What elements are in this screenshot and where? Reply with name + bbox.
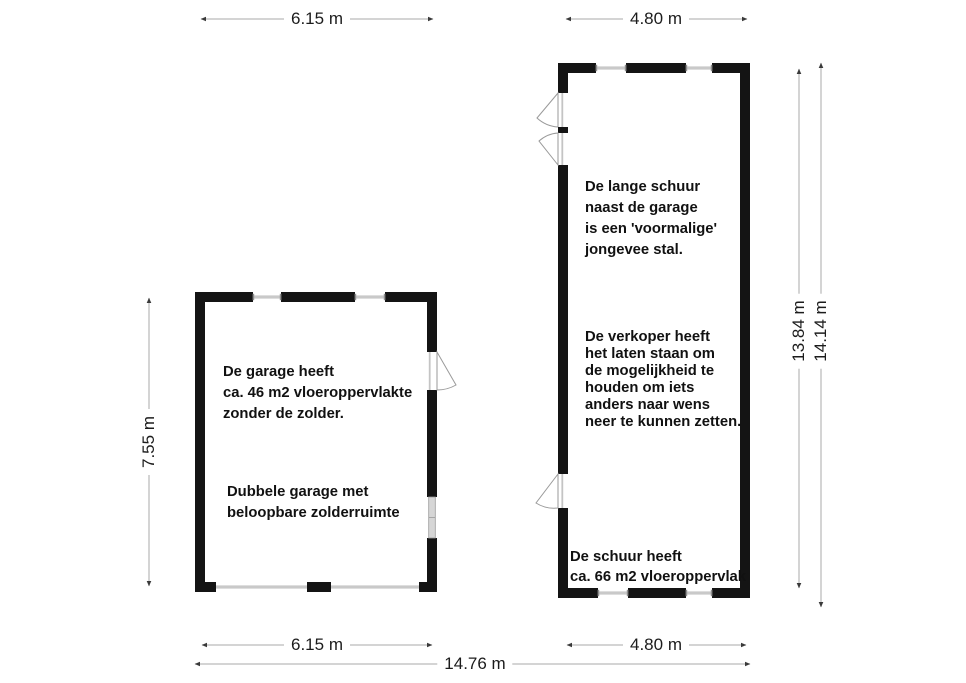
schuur-door-1: [536, 91, 568, 128]
dim-label-garage-width-top: 6.15 m: [284, 9, 350, 29]
schuur-door-mullion: [558, 127, 568, 133]
dim-label-schuur-height-outer: 14.14 m: [811, 293, 831, 369]
dim-label-schuur-width-bottom: 4.80 m: [623, 635, 689, 655]
schuur-door-3: [535, 472, 568, 509]
dim-label-total-width: 14.76 m: [437, 654, 513, 674]
garage-bottom-opening-1: [216, 582, 307, 592]
garage-building: [195, 292, 457, 592]
garage-top-window-1: [252, 292, 282, 302]
schuur-top-window-1: [595, 63, 627, 73]
schuur-top-window-2: [685, 63, 713, 73]
garage-wall-right: [427, 292, 437, 592]
garage-right-window: [427, 496, 437, 539]
schuur-wall-bottom: [558, 588, 750, 598]
garage-wall-left: [195, 292, 205, 592]
schuur-wall-left: [558, 63, 568, 598]
schuur-building: [535, 63, 750, 598]
schuur-note-bottom: De schuur heeft ca. 66 m2 vloeroppervlak: [570, 549, 747, 585]
schuur-wall-top: [558, 63, 750, 73]
schuur-door-2: [538, 132, 568, 167]
schuur-bottom-window-1: [597, 588, 629, 598]
garage-wall-top: [195, 292, 437, 302]
garage-note-bottom: Dubbele garage met beloopbare zolderruim…: [227, 484, 400, 521]
garage-bottom-opening-2: [331, 582, 419, 592]
dim-label-schuur-width-top: 4.80 m: [623, 9, 689, 29]
schuur-bottom-window-2: [685, 588, 713, 598]
dim-label-garage-height: 7.55 m: [139, 409, 159, 475]
dim-label-garage-width-bottom: 6.15 m: [284, 635, 350, 655]
schuur-wall-right: [740, 63, 750, 598]
schuur-note-middle: De verkoper heeft het laten staan om de …: [585, 329, 742, 430]
garage-wall-bottom: [195, 582, 437, 592]
dim-label-schuur-height-inner: 13.84 m: [789, 293, 809, 369]
garage-note-top: De garage heeft ca. 46 m2 vloeroppervlak…: [223, 364, 413, 422]
garage-door: [427, 350, 457, 391]
garage-top-window-2: [354, 292, 386, 302]
schuur-note-top: De lange schuur naast de garage is een '…: [585, 179, 718, 258]
